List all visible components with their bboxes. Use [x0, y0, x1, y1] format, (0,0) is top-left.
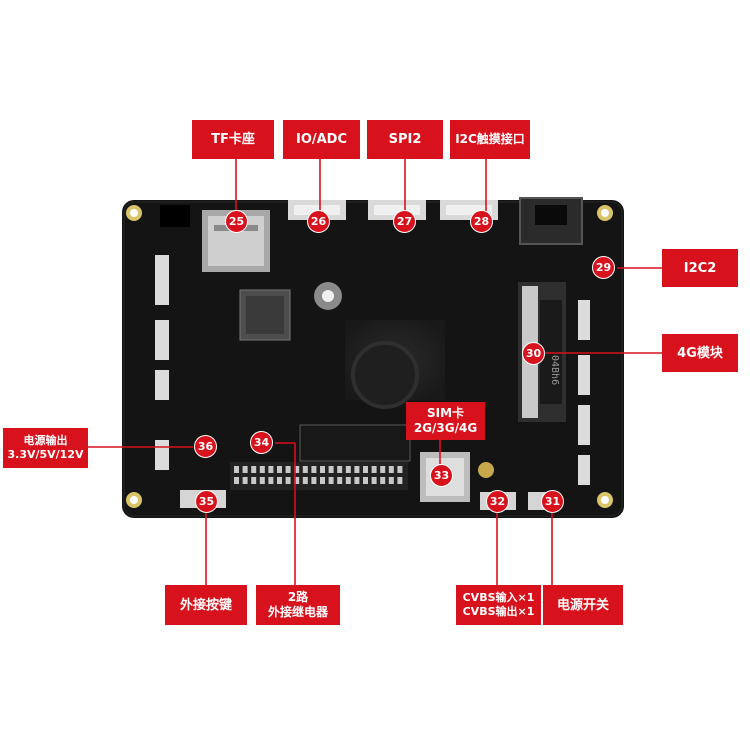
label-i2c-touch: I2C触摸接口: [450, 120, 530, 159]
label-text: 3.3V/5V/12V: [7, 448, 84, 461]
header-pin: [371, 466, 377, 473]
label-text: 外接按键: [179, 597, 232, 613]
marker-32: 32: [486, 490, 509, 513]
header-pin: [388, 477, 394, 484]
module-marking: 04Bh6: [549, 355, 560, 385]
marker-28: 28: [470, 210, 493, 233]
marker-27: 27: [393, 210, 416, 233]
label-sim: SIM卡 2G/3G/4G: [406, 402, 485, 440]
silkscreen-table: [299, 424, 411, 462]
right-header: [578, 300, 590, 340]
label-text: 外接继电器: [267, 605, 328, 619]
label-text: I2C2: [683, 260, 717, 276]
header-pin: [311, 477, 317, 484]
header-pin: [328, 477, 334, 484]
label-text: I2C触摸接口: [455, 132, 525, 146]
header-pin: [242, 477, 248, 484]
marker-33: 33: [430, 464, 453, 487]
header-pin: [259, 477, 265, 484]
label-4g-module: 4G模块: [662, 334, 738, 372]
label-text: 2G/3G/4G: [413, 421, 478, 435]
header-pin: [337, 466, 343, 473]
label-text: 电源开关: [556, 597, 609, 613]
gpio-header: [230, 462, 408, 490]
label-spi2: SPI2: [367, 120, 443, 159]
header-pin: [251, 466, 257, 473]
label-text: CVBS输入×1: [462, 591, 535, 604]
marker-29: 29: [592, 256, 615, 279]
header-pin: [242, 466, 248, 473]
header-pin: [251, 477, 257, 484]
header-pin: [268, 466, 274, 473]
label-text: 电源输出: [23, 434, 68, 447]
header-pin: [345, 466, 351, 473]
header-pin: [320, 466, 325, 473]
header-pin: [311, 466, 317, 473]
header-pin: [320, 477, 325, 484]
label-text: IO/ADC: [295, 132, 348, 147]
label-io-adc: IO/ADC: [283, 120, 360, 159]
label-i2c2: I2C2: [662, 249, 738, 287]
header-pin: [285, 466, 291, 473]
label-relay: 2路 外接继电器: [256, 585, 340, 625]
header-pin: [337, 477, 343, 484]
marker-25: 25: [225, 210, 248, 233]
header-pin: [397, 477, 403, 484]
label-tf-slot: TF卡座: [192, 120, 274, 159]
header-pin: [234, 466, 239, 473]
marker-35: 35: [195, 490, 218, 513]
header-pin: [380, 466, 386, 473]
header-pin: [371, 477, 377, 484]
marker-30: 30: [522, 342, 545, 365]
label-power-output: 电源输出 3.3V/5V/12V: [3, 428, 88, 468]
header-pin: [397, 466, 403, 473]
label-text: CVBS输出×1: [462, 605, 535, 618]
header-pin: [277, 466, 282, 473]
label-text: SPI2: [388, 132, 422, 147]
header-pin: [354, 477, 360, 484]
label-ext-button: 外接按键: [165, 585, 247, 625]
header-pin: [268, 477, 274, 484]
header-pin: [388, 466, 394, 473]
header-pin: [285, 477, 291, 484]
marker-36: 36: [194, 435, 217, 458]
header-pin: [294, 477, 300, 484]
header-pin: [354, 466, 360, 473]
label-text: 4G模块: [677, 345, 723, 361]
label-text: TF卡座: [211, 132, 255, 147]
label-text: 2路: [287, 590, 309, 604]
header-pin: [328, 466, 334, 473]
header-pin: [234, 477, 239, 484]
header-pin: [345, 477, 351, 484]
marker-34: 34: [250, 431, 273, 454]
header-pin: [380, 477, 386, 484]
marker-31: 31: [541, 490, 564, 513]
header-pin: [294, 466, 300, 473]
header-pin: [302, 477, 308, 484]
header-pin: [363, 477, 368, 484]
label-text: SIM卡: [426, 406, 465, 420]
header-pin: [277, 477, 282, 484]
label-cvbs: CVBS输入×1 CVBS输出×1: [456, 585, 541, 625]
label-power-switch: 电源开关: [543, 585, 623, 625]
header-pin: [302, 466, 308, 473]
marker-26: 26: [307, 210, 330, 233]
header-pin: [363, 466, 368, 473]
header-pin: [259, 466, 265, 473]
left-header: [155, 255, 169, 305]
